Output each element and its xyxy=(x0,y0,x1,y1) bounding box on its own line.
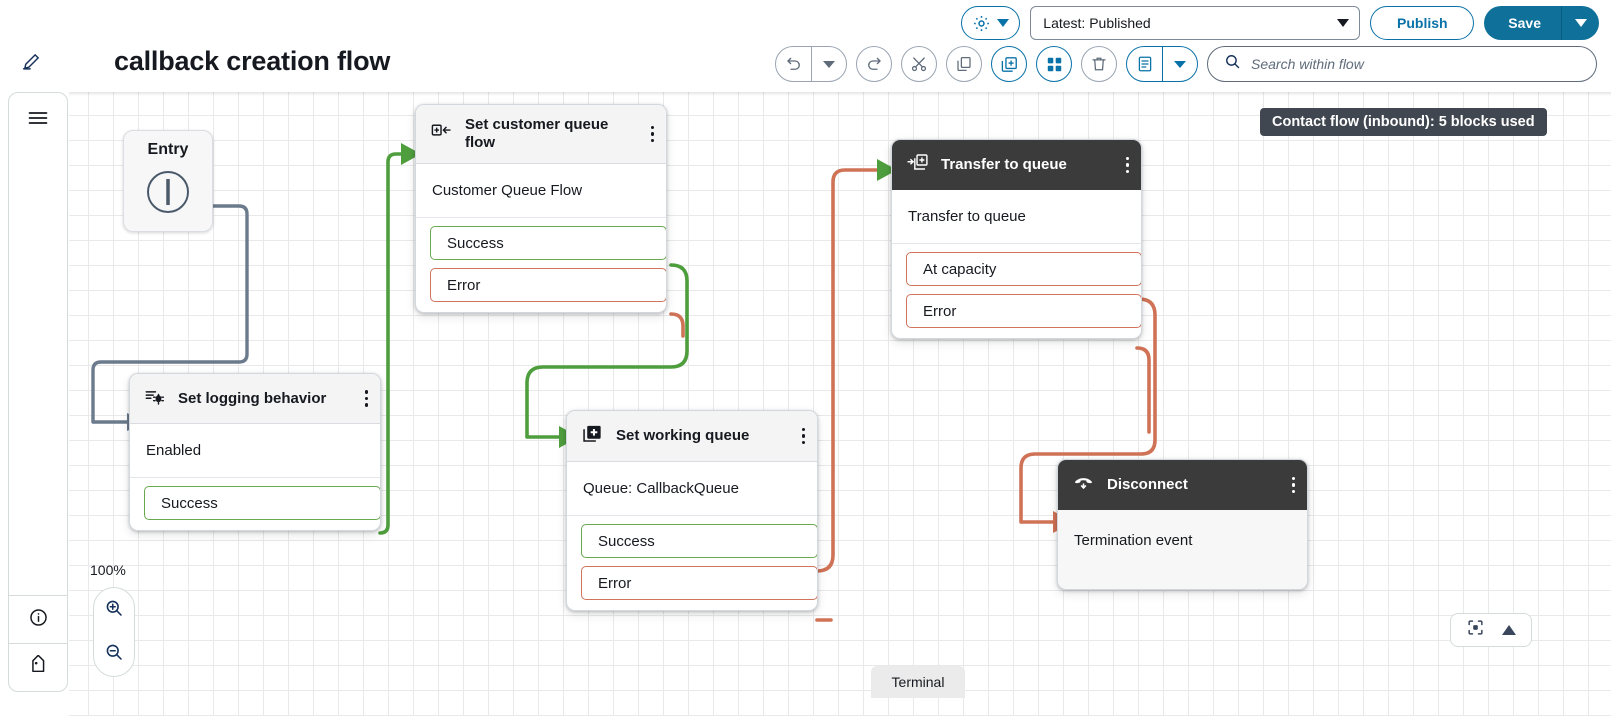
port-error[interactable]: Error xyxy=(581,566,817,600)
copy-button[interactable] xyxy=(946,46,982,82)
notes-dropdown[interactable] xyxy=(1162,47,1197,81)
port-error[interactable]: Error xyxy=(906,294,1141,328)
node-title: Set logging behavior xyxy=(178,389,327,407)
zoom-level-label: 100% xyxy=(90,562,126,578)
flow-version-value: Latest: Published xyxy=(1043,15,1151,31)
delete-button[interactable] xyxy=(1081,46,1117,82)
canvas-top-shadow xyxy=(69,92,1611,96)
node-body-text: Enabled xyxy=(130,424,380,478)
chevron-down-icon xyxy=(1337,19,1350,27)
hamburger-menu-icon xyxy=(26,106,50,135)
chevron-down-icon xyxy=(823,60,835,68)
fit-to-screen-icon[interactable] xyxy=(1466,618,1485,642)
set-working-queue-icon xyxy=(581,422,604,450)
canvas-view-controls xyxy=(1450,613,1532,647)
undo-button-group xyxy=(775,46,847,82)
node-body-text: Transfer to queue xyxy=(892,190,1141,244)
node-ports: Success Error xyxy=(416,218,666,312)
tag-icon xyxy=(28,654,49,681)
chevron-down-icon xyxy=(1574,19,1587,27)
node-body-text: Customer Queue Flow xyxy=(416,164,666,218)
rail-menu-button[interactable] xyxy=(9,93,67,147)
node-body-text: Queue: CallbackQueue xyxy=(567,462,817,516)
blocks-used-badge: Contact flow (inbound): 5 blocks used xyxy=(1260,108,1547,136)
undo-button[interactable] xyxy=(776,47,811,81)
undo-history-dropdown[interactable] xyxy=(811,47,846,81)
gear-icon xyxy=(972,14,991,33)
node-set-working-queue[interactable]: Set working queue Queue: CallbackQueue S… xyxy=(566,410,818,611)
phone-hangup-icon xyxy=(1072,471,1095,499)
node-title: Transfer to queue xyxy=(941,156,1067,173)
port-error[interactable]: Error xyxy=(430,268,666,302)
node-set-customer-queue-flow[interactable]: Set customer queue flow Customer Queue F… xyxy=(415,104,667,313)
flow-settings-button[interactable] xyxy=(961,6,1021,40)
paste-button[interactable] xyxy=(991,46,1027,82)
node-header[interactable]: Set logging behavior xyxy=(130,374,380,424)
port-at-capacity[interactable]: At capacity xyxy=(906,252,1141,286)
more-options-icon[interactable] xyxy=(359,390,368,407)
set-customer-queue-flow-icon xyxy=(430,120,453,148)
more-options-icon[interactable] xyxy=(1120,156,1129,174)
blocks-library-button[interactable] xyxy=(1036,46,1072,82)
page-title: callback creation flow xyxy=(114,46,391,76)
search-box[interactable] xyxy=(1207,46,1597,82)
notes-button[interactable] xyxy=(1127,47,1162,81)
entry-label: Entry xyxy=(147,141,189,158)
node-header[interactable]: Set customer queue flow xyxy=(416,105,666,164)
pencil-edit-icon[interactable] xyxy=(20,51,42,78)
node-header[interactable]: Disconnect xyxy=(1058,460,1307,510)
top-action-bar-right: Latest: Published Publish Save xyxy=(961,6,1599,40)
search-input[interactable] xyxy=(1251,56,1580,72)
flow-canvas[interactable]: Contact flow (inbound): 5 blocks used xyxy=(69,92,1611,716)
save-button-group: Save xyxy=(1484,6,1599,40)
node-title: Set working queue xyxy=(616,427,750,444)
logging-bug-icon xyxy=(144,385,166,412)
more-options-icon[interactable] xyxy=(796,427,805,445)
entry-circle-icon xyxy=(143,167,193,222)
chevron-down-icon xyxy=(1174,60,1186,68)
node-disconnect[interactable]: Disconnect Termination event xyxy=(1057,459,1308,590)
save-dropdown-button[interactable] xyxy=(1561,6,1599,40)
top-action-bar: Latest: Published Publish Save xyxy=(0,0,1611,46)
info-circle-icon xyxy=(28,607,49,633)
more-options-icon[interactable] xyxy=(645,125,654,143)
more-options-icon[interactable] xyxy=(1286,476,1295,494)
notes-button-group xyxy=(1126,46,1198,82)
transfer-to-queue-icon xyxy=(906,151,929,179)
rail-tag-button[interactable] xyxy=(9,643,67,691)
triangle-up-icon[interactable] xyxy=(1502,625,1517,635)
node-header[interactable]: Transfer to queue xyxy=(892,140,1141,190)
left-rail xyxy=(8,92,68,692)
zoom-out-icon xyxy=(104,642,124,667)
redo-button[interactable] xyxy=(856,46,892,82)
port-success[interactable]: Success xyxy=(430,226,666,260)
terminal-tab[interactable]: Terminal xyxy=(871,666,965,698)
zoom-out-button[interactable] xyxy=(99,639,129,669)
node-entry[interactable]: Entry xyxy=(123,130,213,232)
node-title: Disconnect xyxy=(1107,476,1188,493)
node-transfer-to-queue[interactable]: Transfer to queue Transfer to queue At c… xyxy=(891,139,1142,339)
node-header[interactable]: Set working queue xyxy=(567,411,817,462)
node-set-logging-behavior[interactable]: Set logging behavior Enabled Success xyxy=(129,373,381,531)
zoom-in-button[interactable] xyxy=(99,595,129,625)
zoom-in-icon xyxy=(104,598,124,623)
save-button[interactable]: Save xyxy=(1484,6,1561,40)
zoom-controls xyxy=(93,587,135,677)
search-icon xyxy=(1224,53,1241,75)
node-title: Set customer queue flow xyxy=(465,116,609,151)
node-ports: Success Error xyxy=(567,516,817,610)
node-ports: At capacity Error xyxy=(892,244,1141,338)
rail-info-button[interactable] xyxy=(9,595,67,643)
cut-button[interactable] xyxy=(901,46,937,82)
flow-title-redacted-area xyxy=(52,42,114,82)
node-ports: Success xyxy=(130,478,380,530)
port-success[interactable]: Success xyxy=(581,524,817,558)
node-body-text: Termination event xyxy=(1074,532,1193,549)
flow-title-bar: callback creation flow xyxy=(0,40,1611,88)
publish-button[interactable]: Publish xyxy=(1370,6,1475,40)
port-success[interactable]: Success xyxy=(144,486,380,520)
settings-chevron-down-icon[interactable] xyxy=(997,19,1010,27)
editor-toolbar xyxy=(775,46,1597,82)
flow-version-select[interactable]: Latest: Published xyxy=(1030,6,1361,40)
